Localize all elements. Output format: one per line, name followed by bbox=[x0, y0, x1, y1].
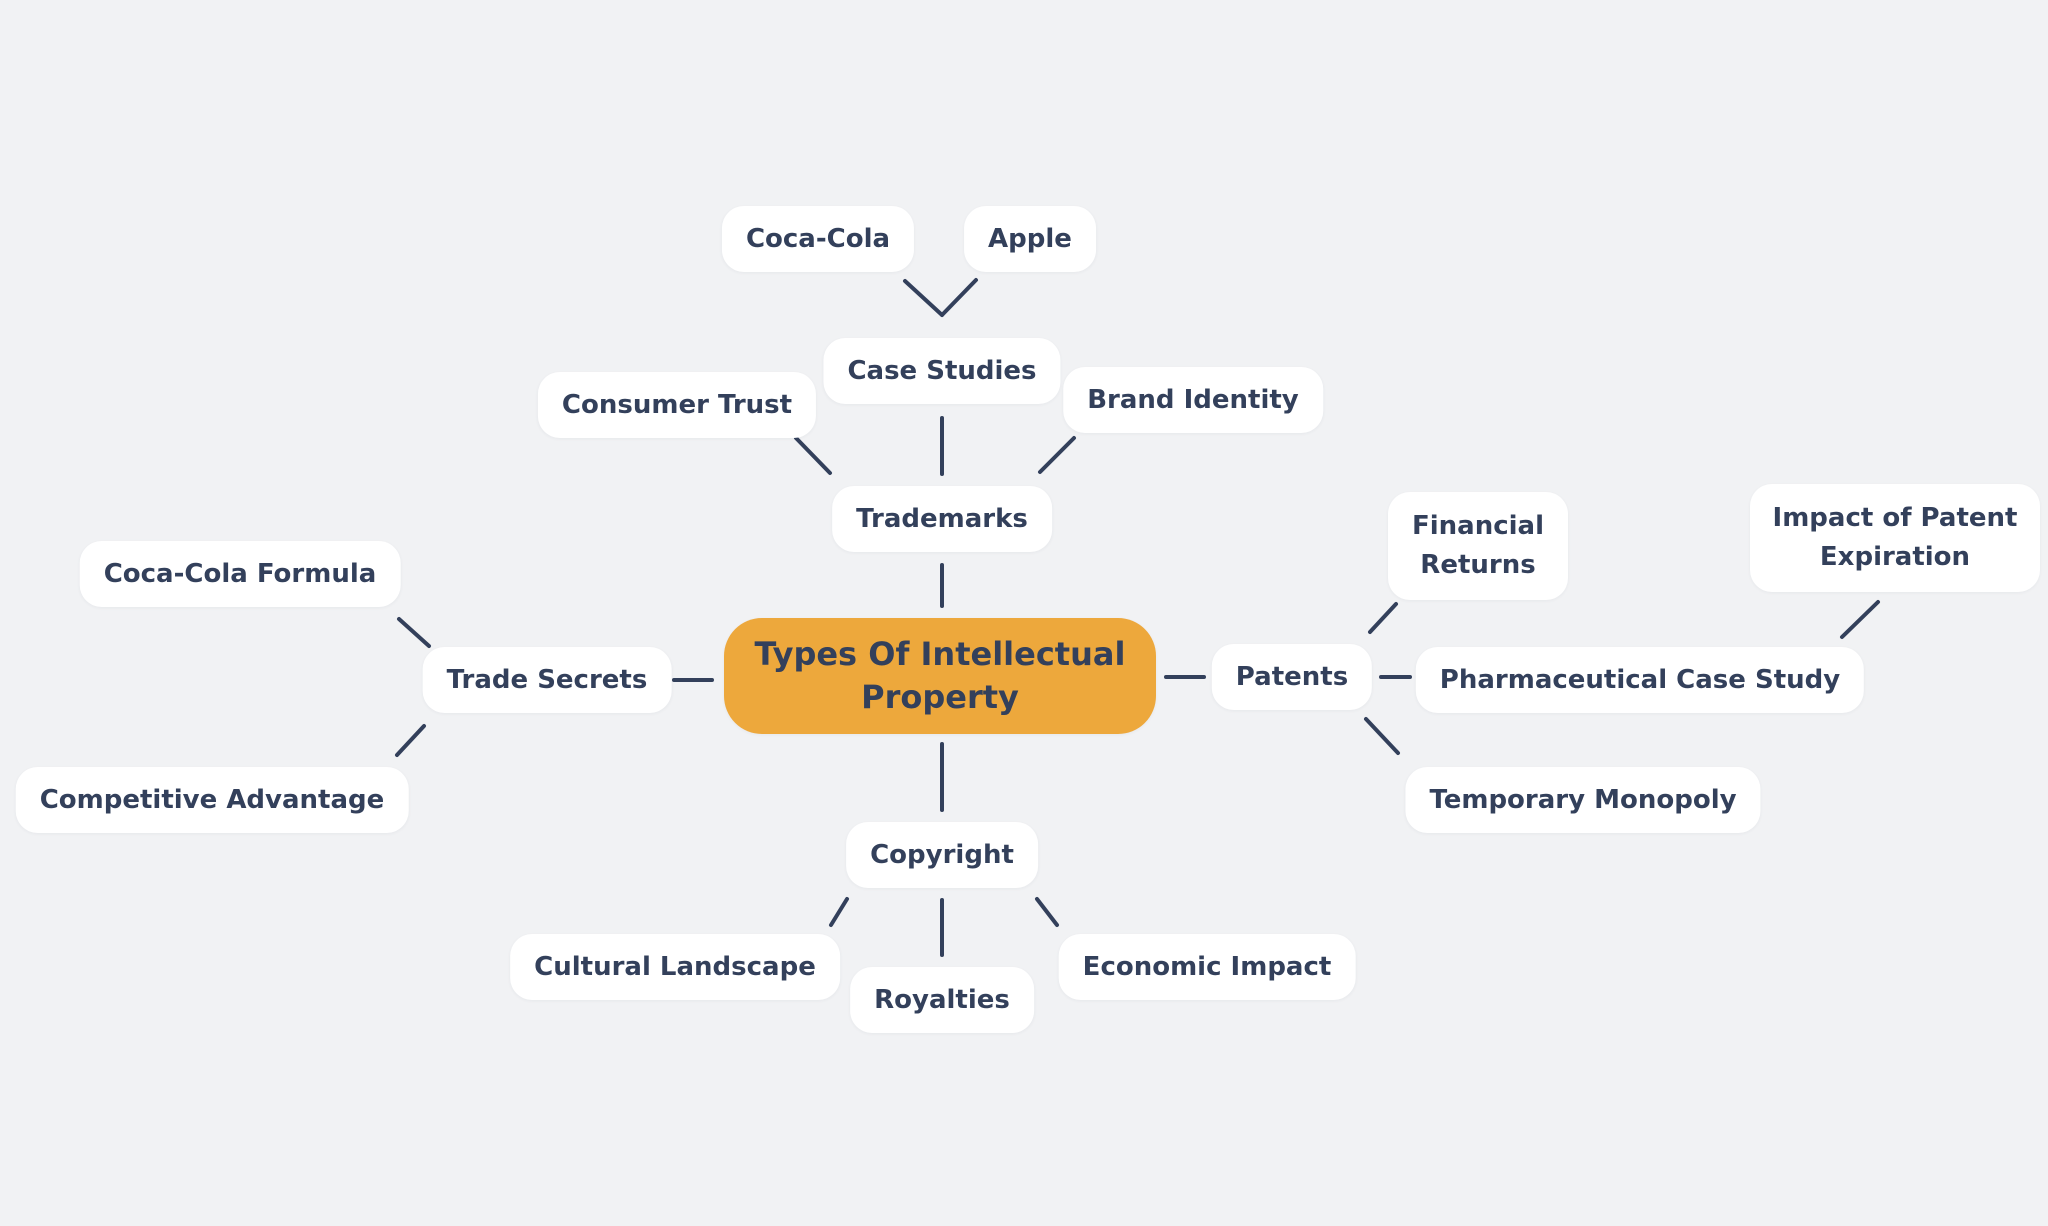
node-financial-returns[interactable]: Financial Returns bbox=[1388, 492, 1568, 600]
node-royalties[interactable]: Royalties bbox=[850, 967, 1034, 1033]
node-apple[interactable]: Apple bbox=[964, 206, 1096, 272]
edge-patents-temporary-monopoly bbox=[1364, 717, 1400, 755]
edge-copyright-economic-impact bbox=[1035, 897, 1059, 927]
node-patents[interactable]: Patents bbox=[1211, 644, 1373, 710]
node-pharmaceutical-case-study[interactable]: Pharmaceutical Case Study bbox=[1415, 647, 1865, 713]
node-coca-cola[interactable]: Coca-Cola bbox=[721, 206, 915, 272]
edge-coca-cola-formula-trade-secrets bbox=[397, 617, 431, 648]
node-root[interactable]: Types Of Intellectual Property bbox=[724, 618, 1156, 734]
node-trademarks[interactable]: Trademarks bbox=[832, 486, 1052, 552]
node-brand-identity[interactable]: Brand Identity bbox=[1063, 367, 1323, 433]
node-cultural-landscape[interactable]: Cultural Landscape bbox=[510, 934, 840, 1000]
edge-apple-case-studies bbox=[940, 278, 978, 317]
node-temporary-monopoly[interactable]: Temporary Monopoly bbox=[1405, 767, 1761, 833]
edge-competitive-advantage-trade-secrets bbox=[395, 724, 426, 757]
edge-brand-identity-trademarks bbox=[1038, 436, 1076, 474]
edge-coca-cola-case-studies bbox=[903, 279, 944, 317]
node-trade-secrets[interactable]: Trade Secrets bbox=[422, 647, 672, 713]
edge-consumer-trust-trademarks bbox=[794, 436, 832, 475]
edge-copyright-cultural-landscape bbox=[829, 897, 849, 927]
node-economic-impact[interactable]: Economic Impact bbox=[1058, 934, 1356, 1000]
node-impact-of-patent-expiration[interactable]: Impact of Patent Expiration bbox=[1750, 484, 2040, 592]
edge-patents-financial-returns bbox=[1368, 602, 1398, 634]
node-consumer-trust[interactable]: Consumer Trust bbox=[537, 372, 817, 438]
node-competitive-advantage[interactable]: Competitive Advantage bbox=[15, 767, 409, 833]
node-coca-cola-formula[interactable]: Coca-Cola Formula bbox=[79, 541, 401, 607]
node-copyright[interactable]: Copyright bbox=[846, 822, 1038, 888]
node-case-studies[interactable]: Case Studies bbox=[823, 338, 1061, 404]
edge-impact-of-patent-expiration-pharmaceutical-case-study bbox=[1840, 600, 1880, 639]
